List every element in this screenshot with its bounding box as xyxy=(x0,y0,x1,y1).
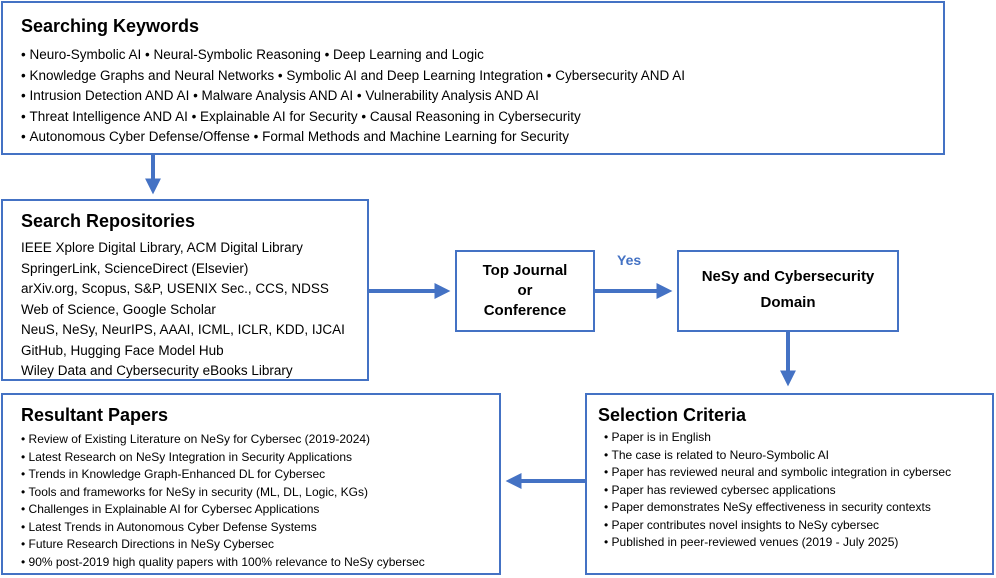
criteria-item: Paper demonstrates NeSy effectiveness in… xyxy=(604,499,992,517)
venue-line-2: or xyxy=(517,282,533,299)
result-item: Challenges in Explainable AI for Cyberse… xyxy=(21,501,499,519)
repository-line: IEEE Xplore Digital Library, ACM Digital… xyxy=(21,240,303,255)
criteria-item: The case is related to Neuro-Symbolic AI xyxy=(604,447,992,465)
criteria-item: Published in peer-reviewed venues (2019 … xyxy=(604,534,992,552)
result-item: Review of Existing Literature on NeSy fo… xyxy=(21,431,499,449)
criteria-item: Paper has reviewed neural and symbolic i… xyxy=(604,464,992,482)
resultant-papers-box: Resultant Papers Review of Existing Lite… xyxy=(1,393,501,575)
searching-keywords-box: Searching Keywords Neuro-Symbolic AI • N… xyxy=(1,1,945,155)
results-list: Review of Existing Literature on NeSy fo… xyxy=(21,431,499,571)
searching-keywords-title: Searching Keywords xyxy=(21,16,200,36)
domain-line-2: Domain xyxy=(760,294,816,311)
search-repositories-box: Search Repositories IEEE Xplore Digital … xyxy=(1,199,369,381)
repository-line: SpringerLink, ScienceDirect (Elsevier) xyxy=(21,260,249,276)
venue-line-1: Top Journal xyxy=(482,262,568,279)
venue-line-3: Conference xyxy=(483,302,567,319)
selection-criteria-title: Selection Criteria xyxy=(598,405,747,425)
result-item: Latest Research on NeSy Integration in S… xyxy=(21,449,499,467)
criteria-item: Paper contributes novel insights to NeSy… xyxy=(604,517,992,535)
keyword-line: Neuro-Symbolic AI • Neural-Symbolic Reas… xyxy=(21,45,943,66)
result-item: Latest Trends in Autonomous Cyber Defens… xyxy=(21,519,499,537)
keywords-list: Neuro-Symbolic AI • Neural-Symbolic Reas… xyxy=(21,45,943,148)
keyword-line: Knowledge Graphs and Neural Networks • S… xyxy=(21,66,943,87)
keyword-line: Intrusion Detection AND AI • Malware Ana… xyxy=(21,86,943,107)
repository-line: GitHub, Hugging Face Model Hub xyxy=(21,342,224,358)
criteria-item: Paper is in English xyxy=(604,429,992,447)
keyword-line: Threat Intelligence AND AI • Explainable… xyxy=(21,107,943,128)
repository-line: Wiley Data and Cybersecurity eBooks Libr… xyxy=(21,363,293,378)
top-venue-decision-box: Top Journal or Conference xyxy=(455,250,595,332)
yes-label: Yes xyxy=(617,252,642,268)
keyword-line: Autonomous Cyber Defense/Offense • Forma… xyxy=(21,127,943,148)
criteria-list: Paper is in English The case is related … xyxy=(598,429,992,552)
result-item: 90% post-2019 high quality papers with 1… xyxy=(21,554,499,572)
result-item: Tools and frameworks for NeSy in securit… xyxy=(21,484,499,502)
search-repositories-title: Search Repositories xyxy=(21,211,196,231)
repository-line: Web of Science, Google Scholar xyxy=(21,301,216,317)
result-item: Trends in Knowledge Graph-Enhanced DL fo… xyxy=(21,466,499,484)
repository-line: NeuS, NeSy, NeurIPS, AAAI, ICML, ICLR, K… xyxy=(21,322,345,337)
domain-line-1: NeSy and Cybersecurity xyxy=(701,268,875,285)
criteria-item: Paper has reviewed cybersec applications xyxy=(604,482,992,500)
resultant-papers-title: Resultant Papers xyxy=(21,405,169,425)
nesy-cybersecurity-domain-box: NeSy and Cybersecurity Domain xyxy=(677,250,899,332)
repository-line: arXiv.org, Scopus, S&P, USENIX Sec., CCS… xyxy=(21,281,329,296)
repositories-list: IEEE Xplore Digital Library, ACM Digital… xyxy=(21,238,367,382)
selection-criteria-box: Selection Criteria Paper is in English T… xyxy=(585,393,994,575)
result-item: Future Research Directions in NeSy Cyber… xyxy=(21,536,499,554)
